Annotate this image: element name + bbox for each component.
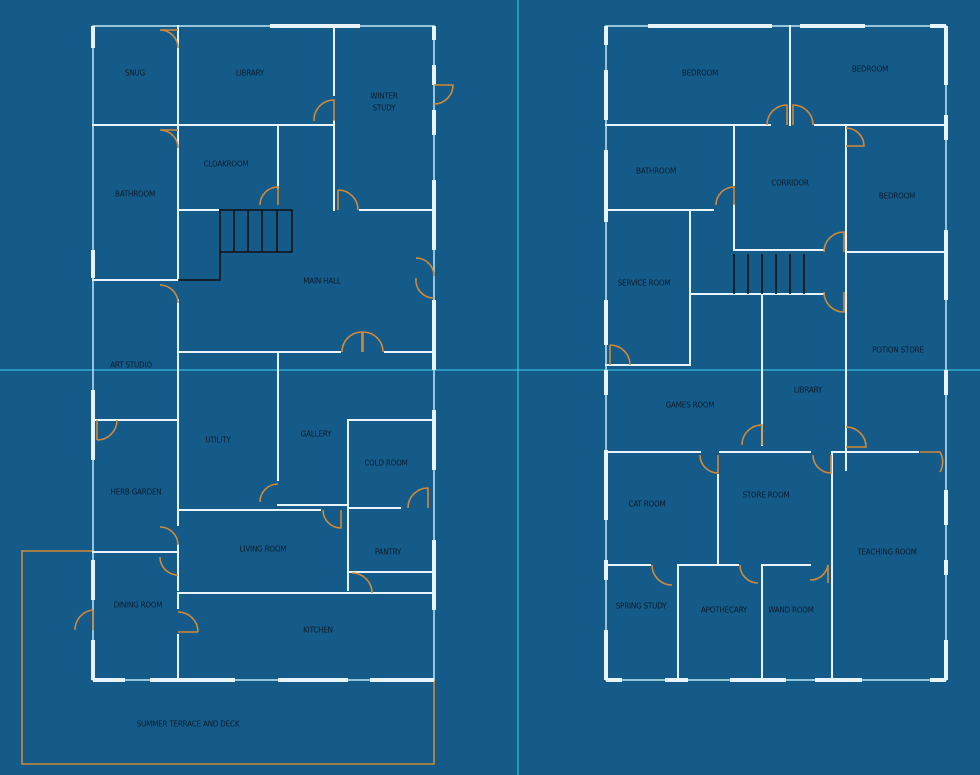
room-label-cloakroom: CLOAKROOM <box>204 160 249 169</box>
ground-interior-walls <box>92 25 435 681</box>
terrace-outline <box>21 550 435 765</box>
room-label-snug: SNUG <box>125 69 145 78</box>
room-label-kitchen: KITCHEN <box>303 626 333 635</box>
room-label-bedroom-3: BEDROOM <box>879 192 915 201</box>
room-label-wand-room: WAND ROOM <box>768 606 814 615</box>
room-label-apothecary: APOTHECARY <box>701 606 748 615</box>
upper-floor-plan: BEDROOM BEDROOM BATHROOM CORRIDOR BEDROO… <box>604 24 948 682</box>
ground-floor-plan: SNUG LIBRARY WINTER STUDY CLOAKROOM BATH… <box>21 24 454 765</box>
upper-interior-walls <box>605 25 947 681</box>
room-label-bedroom-2: BEDROOM <box>852 65 888 74</box>
room-label-corridor: CORRIDOR <box>771 179 809 188</box>
room-label-main-hall: MAIN HALL <box>303 277 341 286</box>
room-label-utility: UTILITY <box>205 436 231 445</box>
room-label-herb-garden: HERB GARDEN <box>111 488 162 497</box>
room-label-library-upper: LIBRARY <box>794 386 823 395</box>
room-label-teaching-room: TEACHING ROOM <box>856 548 916 557</box>
room-label-dining-room: DINING ROOM <box>114 601 163 610</box>
room-label-games-room: GAMES ROOM <box>666 401 715 410</box>
room-label-bathroom: BATHROOM <box>115 190 155 199</box>
ground-doors <box>74 29 454 633</box>
room-label-bathroom-upper: BATHROOM <box>636 167 676 176</box>
ground-room-labels: SNUG LIBRARY WINTER STUDY CLOAKROOM BATH… <box>110 69 408 729</box>
room-label-store-room: STORE ROOM <box>742 491 789 500</box>
upper-room-labels: BEDROOM BEDROOM BATHROOM CORRIDOR BEDROO… <box>616 65 925 615</box>
room-label-pantry: PANTRY <box>375 548 402 557</box>
room-label-cold-room: COLD ROOM <box>364 459 407 468</box>
room-label-cat-room: CAT ROOM <box>629 500 666 509</box>
ground-staircase <box>178 209 293 281</box>
room-label-service-room: SERVICE ROOM <box>618 279 671 288</box>
room-label-spring-study: SPRING STUDY <box>616 602 667 611</box>
room-label-gallery: GALLERY <box>301 430 332 439</box>
upper-doors <box>609 104 944 586</box>
room-label-potion-store: POTION STORE <box>872 346 924 355</box>
room-label-winter-study: WINTER <box>370 92 398 101</box>
room-label-library: LIBRARY <box>236 69 265 78</box>
upper-thick-walls <box>604 24 948 682</box>
upper-staircase <box>733 254 805 294</box>
room-label-winter-study-line2: STUDY <box>373 104 397 113</box>
room-label-art-studio: ART STUDIO <box>110 361 152 370</box>
room-label-bedroom-1: BEDROOM <box>682 69 718 78</box>
room-label-living-room: LIVING ROOM <box>240 545 287 554</box>
room-label-summer-terrace: SUMMER TERRACE AND DECK <box>137 720 240 729</box>
